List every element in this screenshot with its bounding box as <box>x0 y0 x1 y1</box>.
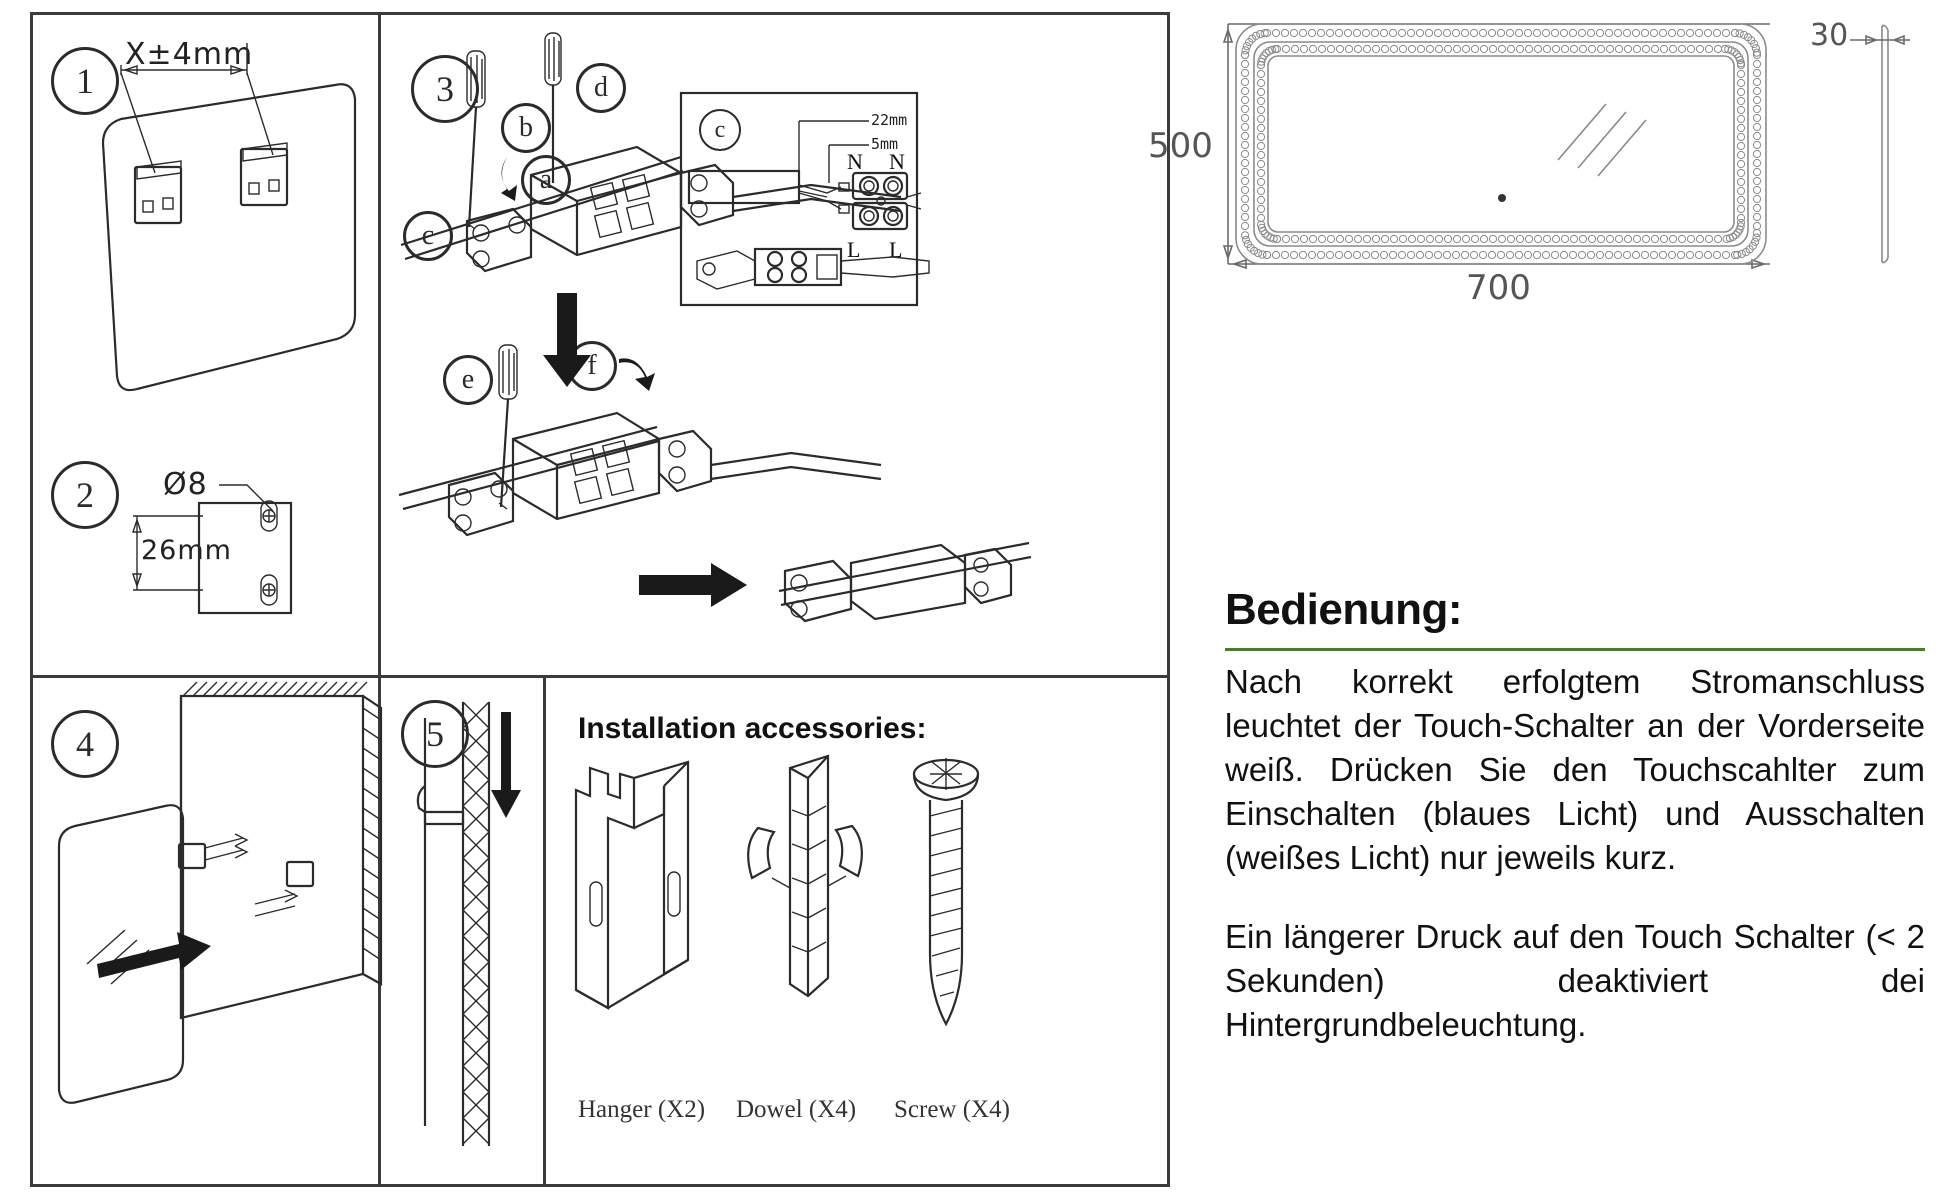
screwdriver-d <box>544 32 562 183</box>
junction-box-bottom <box>511 411 661 521</box>
accessories-cell: Installation accessories: <box>546 678 1167 1187</box>
step-3-marker-e: e <box>443 355 493 405</box>
terminal-label-n-right: N <box>889 149 905 174</box>
touch-sensor-dot <box>1498 194 1506 202</box>
wiring-inset-marker-c: c <box>699 109 741 151</box>
mirror-side-view <box>1850 24 1910 264</box>
hook-step5 <box>416 785 465 826</box>
mirror-front-view <box>1235 23 1767 265</box>
step-2-hole-diameter: Ø8 <box>163 467 208 502</box>
dimension-width-label: 700 <box>1466 268 1531 308</box>
dimension-height-label: 500 <box>1148 126 1213 166</box>
operation-paragraph-1: Nach korrekt erfolgtem Stromanschluss le… <box>1225 663 1925 876</box>
mirror-reflection <box>1557 103 1647 177</box>
step-3-marker-d: d <box>576 63 626 113</box>
mirror-back-panel <box>101 83 357 392</box>
step-2-spacing: 26mm <box>141 535 232 566</box>
hanger-accessory <box>574 760 690 1010</box>
step-2-cell: 2 Ø8 26mm <box>33 415 378 675</box>
clamp-left-top <box>465 207 533 273</box>
divider-vertical-lower <box>378 675 381 1187</box>
clamp-left-bottom <box>447 471 515 537</box>
clamp-right-bottom <box>657 429 713 493</box>
screwdriver-e <box>498 344 518 510</box>
wiring-side-view <box>696 247 930 290</box>
hanger-bracket-left <box>133 160 183 225</box>
junction-box-assembled <box>778 541 1032 623</box>
junction-box-assembly-bottom <box>398 344 882 537</box>
step-3-marker-b: b <box>501 103 551 153</box>
wall-hanger-lower <box>254 860 315 917</box>
step-4-cell: 4 <box>33 678 383 1187</box>
wall-surface <box>179 681 383 1020</box>
step-1-number: 1 <box>51 47 119 115</box>
flow-arrow-right <box>639 563 747 607</box>
hanger-bracket-right <box>239 142 289 207</box>
terminal-label-l-right: L <box>889 237 903 262</box>
wall-hanger-upper <box>177 833 249 870</box>
accessory-label-hanger: Hanger (X2) <box>578 1096 706 1123</box>
step-3-cell: 3 b a d c e f <box>381 15 1167 675</box>
wiring-label-5mm: 5mm <box>871 135 899 153</box>
operation-heading: Bedienung: <box>1225 585 1462 634</box>
led-decor-band <box>1240 28 1762 260</box>
keyhole-top <box>260 500 278 532</box>
wiring-diagram <box>687 120 922 231</box>
dowel-accessory <box>747 754 863 998</box>
step-4-number: 4 <box>51 710 119 778</box>
dimension-depth-label: 30 <box>1810 18 1849 53</box>
screw-accessory <box>912 758 980 1027</box>
step-2-number: 2 <box>51 461 119 529</box>
instruction-frame: 1 X±4mm <box>30 12 1170 1187</box>
operation-accent-rule <box>1225 648 1925 651</box>
accessories-title: Installation accessories: <box>578 712 927 745</box>
junction-box-assembly-top <box>400 32 902 273</box>
operation-paragraph-2: Ein längerer Druck auf den Touch Schalte… <box>1225 918 1925 1043</box>
product-dimension-drawing: 500 700 30 <box>1148 0 1930 330</box>
terminal-label-n-left: N <box>847 149 863 174</box>
wiring-inset-box <box>679 91 919 307</box>
step-1-dimension-lines <box>120 43 274 174</box>
keyhole-bottom <box>260 574 278 606</box>
drill-template <box>132 484 293 615</box>
accessory-label-dowel: Dowel (X4) <box>736 1096 857 1123</box>
wall-section-step5 <box>461 701 491 1146</box>
down-arrow-step5 <box>491 712 521 818</box>
step-5-cell: 5 <box>381 678 543 1187</box>
flow-arrow-down <box>543 293 591 387</box>
divider-vertical-main <box>378 15 381 675</box>
accessory-label-screw: Screw (X4) <box>894 1096 1010 1123</box>
right-column: 500 700 30 Bedienung: Nach korrekt erfol… <box>1148 0 1930 1202</box>
divider-horizontal-main <box>33 675 1167 678</box>
divider-vertical-accessories <box>543 675 546 1187</box>
screwdriver-b <box>466 50 486 230</box>
step-5-number: 5 <box>401 700 469 768</box>
wiring-label-22mm: 22mm <box>871 111 908 129</box>
step-1-cell: 1 X±4mm <box>33 15 378 435</box>
terminal-label-l-left: L <box>847 237 861 262</box>
